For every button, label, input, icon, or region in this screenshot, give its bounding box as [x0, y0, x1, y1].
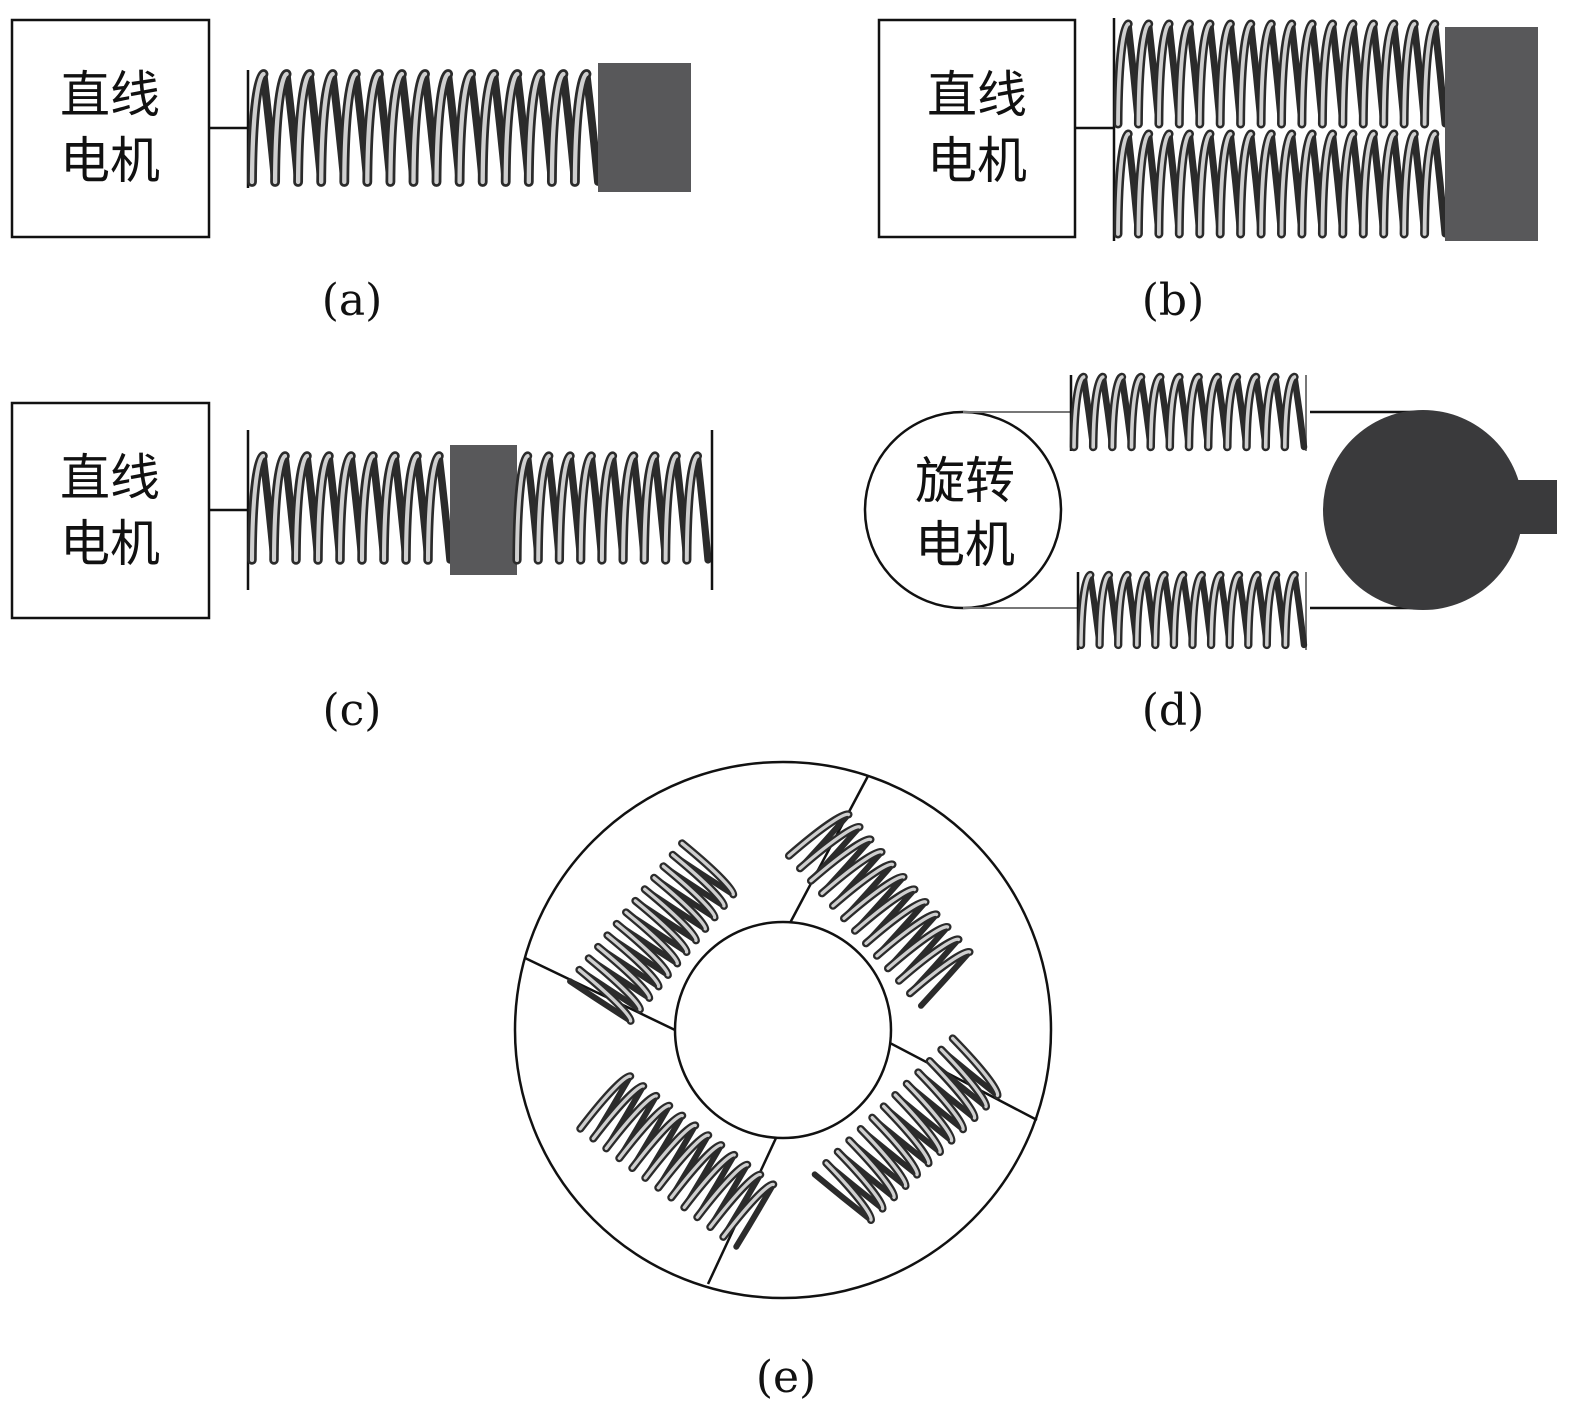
motor-label-line2: 电机 — [60, 132, 160, 190]
spring-coil-back — [1124, 130, 1449, 238]
panel-b: 直线 电机 (b) — [877, 18, 1538, 326]
spring-coil-back — [1124, 20, 1449, 128]
spring-right — [512, 451, 712, 565]
inner-hub — [673, 920, 893, 1140]
load-mass — [1445, 27, 1538, 241]
motor-label-line1: 直线 — [60, 449, 160, 507]
spring-coil-highlight — [787, 812, 972, 995]
motor-label-line1: 直线 — [60, 66, 160, 124]
linear-motor-box — [877, 18, 1077, 239]
caption-d: (d) — [1142, 685, 1205, 736]
spring-coil-back — [259, 70, 602, 186]
panel-d: 旋转 电机 (d) — [863, 372, 1557, 736]
motor-label-line1: 直线 — [927, 66, 1027, 124]
spring-coil-back — [1080, 373, 1308, 451]
panel-e: (e) — [513, 760, 1053, 1403]
spring-lower-left — [576, 1072, 778, 1250]
spring-coil-back — [523, 452, 712, 564]
caption-b: (b) — [1142, 275, 1205, 326]
load-mass — [598, 63, 691, 192]
caption-a: (a) — [322, 275, 383, 326]
motor-label-line1: 旋转 — [915, 452, 1015, 510]
spring-left — [247, 451, 454, 565]
spring-coil-highlight — [578, 1074, 775, 1239]
spring-coil-highlight — [515, 454, 700, 562]
caption-c: (c) — [323, 685, 382, 736]
spring-coil-back — [811, 1046, 1001, 1223]
spring-coil-back — [590, 1073, 777, 1250]
spring-coil-highlight — [1116, 22, 1437, 126]
spring-coil-back — [567, 851, 737, 1024]
panel-a: 直线 电机 (a) — [10, 18, 691, 326]
spring-coil-highlight — [1116, 132, 1437, 236]
spring-coil-back — [797, 811, 973, 1009]
arm-right — [887, 1040, 1038, 1122]
spring-lower — [1076, 570, 1308, 650]
spring-coil-highlight — [824, 1036, 1000, 1222]
motor-label-line2: 电机 — [927, 132, 1027, 190]
spring-upper-right — [784, 810, 974, 1009]
output-pulley — [1323, 410, 1523, 610]
spring-coil-back — [259, 452, 454, 564]
spring-upper-left — [567, 839, 738, 1025]
caption-e: (e) — [756, 1352, 816, 1403]
outer-ring — [513, 760, 1053, 1300]
motor-label-line2: 电机 — [60, 515, 160, 573]
spring-coil-highlight — [1072, 375, 1297, 449]
output-shaft — [1515, 480, 1557, 534]
spring-coil-highlight — [249, 453, 442, 563]
arm-left — [524, 956, 676, 1032]
spring-upper — [1113, 19, 1449, 129]
rotary-motor — [863, 410, 1063, 610]
spring-upper — [1069, 372, 1308, 452]
panel-c: 直线 电机 (c) — [10, 401, 714, 736]
spring-coil-highlight — [577, 841, 735, 1023]
spring-lower-right — [811, 1034, 1002, 1224]
motor-label-line2: 电机 — [915, 516, 1015, 574]
load-mass — [450, 445, 517, 575]
spring — [247, 69, 602, 187]
spring-coil-highlight — [249, 71, 589, 185]
spring-coil-back — [1087, 571, 1308, 649]
linear-motor-box — [10, 401, 211, 620]
spring-lower — [1113, 129, 1449, 239]
spring-coil-highlight — [1079, 573, 1297, 647]
linear-motor-box — [10, 18, 211, 239]
